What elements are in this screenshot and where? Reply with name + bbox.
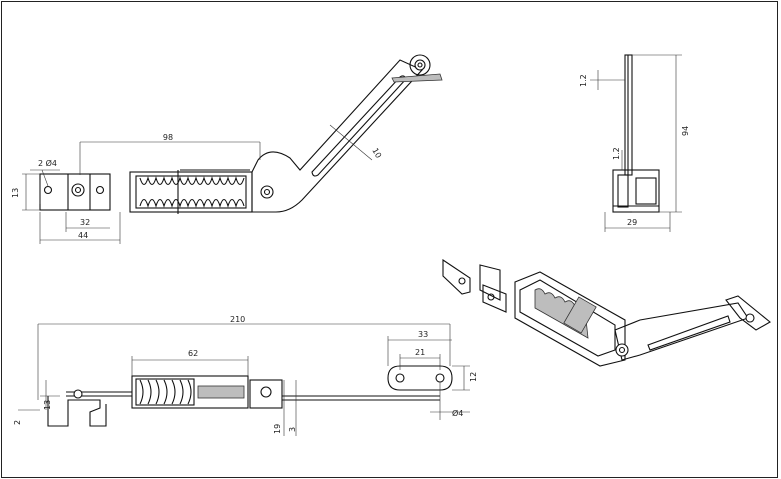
- front-spring-coil: [139, 379, 192, 405]
- side-view: 94 29 1.2 1.2: [579, 54, 690, 232]
- dim-top-98: 98: [163, 133, 173, 142]
- dim-top-32: 32: [80, 218, 90, 227]
- iso-bracket: [442, 258, 471, 295]
- top-view: 98 32 44 13 2 Ø4 10: [11, 54, 443, 244]
- dim-side-12-top: 1.2: [579, 74, 588, 87]
- top-plate-hole: [260, 185, 274, 199]
- front-view: 210 62 33 21 12 Ø4 13 2 19 3: [13, 315, 478, 436]
- dim-front-2: 2: [13, 420, 22, 425]
- top-pivot: [71, 183, 85, 197]
- top-right-hole: [95, 185, 105, 195]
- isometric-view: [442, 258, 771, 367]
- top-left-hole: [43, 185, 53, 195]
- dim-front-19: 19: [273, 424, 282, 434]
- top-arm-slot: [311, 75, 407, 177]
- iso-arm: [614, 302, 749, 361]
- front-plate-hole-1: [395, 373, 405, 383]
- dim-top-10: 10: [370, 147, 383, 160]
- dim-front-3: 3: [288, 427, 297, 432]
- dim-front-12: 12: [469, 372, 478, 382]
- dim-front-13: 13: [43, 400, 52, 410]
- dim-front-hole: Ø4: [452, 408, 463, 418]
- dim-top-44: 44: [78, 231, 88, 240]
- dim-side-12-inner: 1.2: [612, 147, 621, 160]
- dim-top-13: 13: [11, 188, 20, 198]
- top-arm-tip: [409, 54, 431, 76]
- dim-front-21: 21: [415, 348, 425, 357]
- dim-top-hole: 2 Ø4: [38, 158, 57, 168]
- front-end-plate: [387, 365, 453, 391]
- top-pivot-plate: [251, 59, 423, 213]
- dim-front-62: 62: [188, 349, 198, 358]
- dim-side-94: 94: [681, 126, 690, 136]
- dim-front-210: 210: [230, 315, 245, 324]
- dim-front-33: 33: [418, 330, 428, 339]
- iso-housing: [514, 271, 626, 367]
- front-left-bracket: [47, 396, 107, 427]
- front-spring-housing: [131, 375, 249, 409]
- top-spring-coil: [139, 176, 245, 186]
- front-plate-hole-2: [435, 373, 445, 383]
- dim-side-29: 29: [627, 218, 637, 227]
